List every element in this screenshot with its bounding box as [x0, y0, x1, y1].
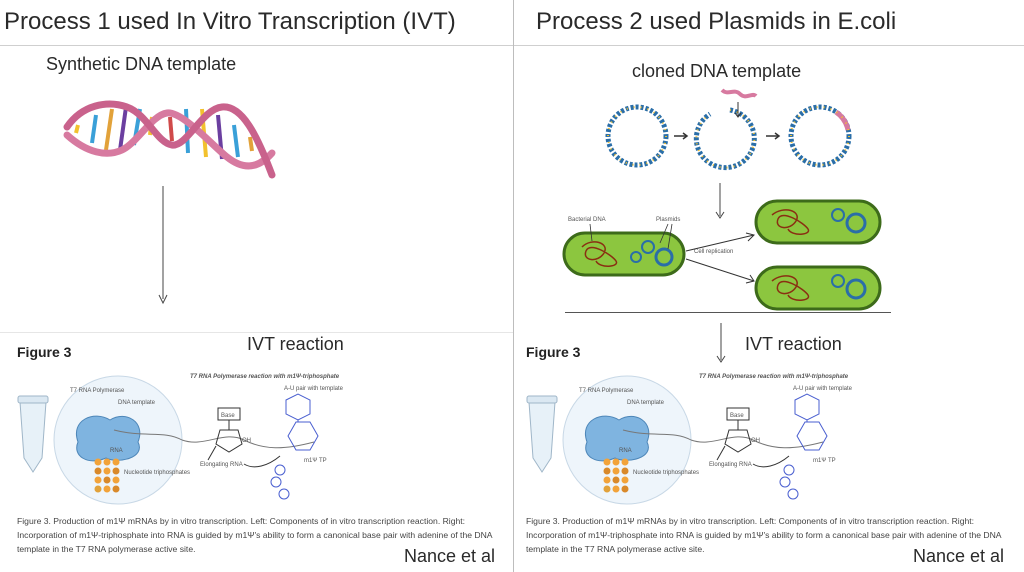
nucleotide-dots	[94, 458, 120, 493]
left-header: Process 1 used In Vitro Transcription (I…	[0, 0, 513, 46]
plasmid-cloning-diagram	[605, 88, 852, 171]
nucleotide-dots	[603, 458, 629, 493]
right-header: Process 2 used Plasmids in E.coli	[513, 0, 1024, 46]
plasmids-label: Plasmids	[656, 217, 680, 223]
right-cloning-arrow	[715, 183, 725, 219]
cloned-dna-label: cloned DNA template	[632, 61, 802, 81]
base-label: Base	[221, 413, 235, 419]
oh-label: OH	[751, 438, 760, 444]
cell-replication-label: Cell replication	[694, 249, 733, 255]
oh-label: OH	[242, 438, 251, 444]
m1-tp-label: m1Ψ TP	[813, 458, 836, 464]
left-header-title: Process 1 used In Vitro Transcription (I…	[4, 8, 456, 35]
column-divider	[513, 0, 514, 572]
dna-template-label: DNA template	[118, 400, 156, 406]
nucleotide-label: Nucleotide triphosphates	[124, 470, 190, 476]
elongating-rna-label: Elongating RNA	[709, 462, 752, 468]
rna-label: RNA	[619, 448, 632, 454]
right-ivt-label: IVT reaction	[745, 334, 842, 354]
right-figure-title: Figure 3	[526, 344, 581, 360]
left-figure-title: Figure 3	[17, 344, 72, 360]
m1-tp-label: m1Ψ TP	[304, 458, 327, 464]
right-header-title: Process 2 used Plasmids in E.coli	[536, 8, 897, 35]
elongating-rna-label: Elongating RNA	[200, 462, 243, 468]
left-figure-caption: Figure 3. Production of m1Ψ mRNAs by in …	[17, 516, 493, 554]
au-pair-label: A-U pair with template	[793, 386, 853, 392]
base-label: Base	[730, 413, 744, 419]
left-ivt-label: IVT reaction	[247, 334, 344, 354]
t7-polymerase-label: T7 RNA Polymerase	[70, 388, 125, 394]
reaction-diagram-title: T7 RNA Polymerase reaction with m1Ψ-trip…	[699, 374, 849, 380]
left-down-arrow	[158, 186, 168, 305]
right-down-arrow	[716, 323, 726, 363]
left-credit: Nance et al	[404, 546, 496, 566]
bacteria-replication-diagram: Bacterial DNA Plasmids Cell replication	[562, 199, 882, 311]
right-replication-baseline	[565, 312, 891, 313]
nucleotide-label: Nucleotide triphosphates	[633, 470, 699, 476]
left-figure-separator	[0, 332, 513, 333]
reaction-diagram-title: T7 RNA Polymerase reaction with m1Ψ-trip…	[190, 374, 340, 380]
left-figure-diagram: T7 RNA Polymerase DNA template RNA Nucle…	[17, 374, 344, 505]
bacterial-dna-label: Bacterial DNA	[568, 217, 606, 223]
t7-polymerase-label: T7 RNA Polymerase	[579, 388, 634, 394]
right-figure-caption: Figure 3. Production of m1Ψ mRNAs by in …	[526, 516, 1002, 554]
dna-helix-image	[63, 100, 276, 179]
rna-label: RNA	[110, 448, 123, 454]
right-figure-diagram: T7 RNA Polymerase DNA template RNA Nucle…	[526, 374, 853, 505]
right-credit: Nance et al	[913, 546, 1005, 566]
dna-template-label: DNA template	[627, 400, 665, 406]
au-pair-label: A-U pair with template	[284, 386, 344, 392]
synthetic-dna-label: Synthetic DNA template	[46, 54, 237, 74]
